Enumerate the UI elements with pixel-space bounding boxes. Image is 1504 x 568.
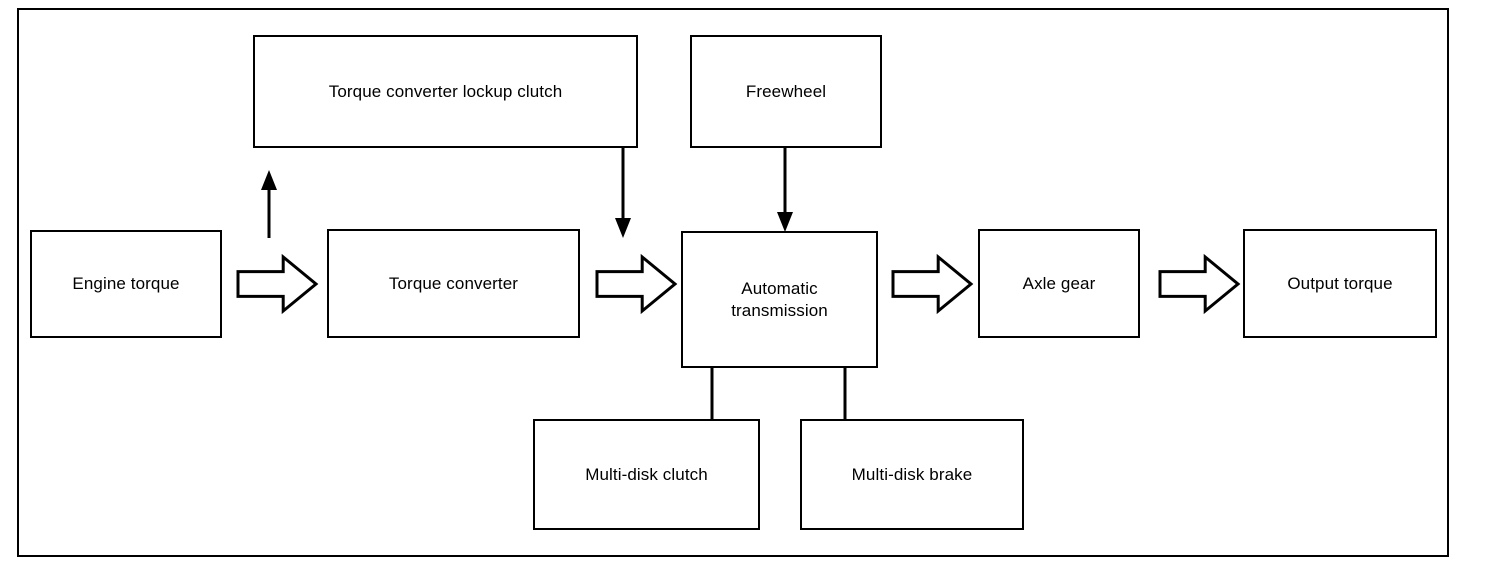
node-torque-converter-lockup-clutch: Torque converter lockup clutch bbox=[253, 35, 638, 148]
node-output-torque: Output torque bbox=[1243, 229, 1437, 338]
node-label-engine-torque: Engine torque bbox=[72, 274, 180, 293]
node-multi-disk-clutch: Multi-disk clutch bbox=[533, 419, 760, 530]
diagram-frame bbox=[17, 8, 1449, 557]
node-engine-torque: Engine torque bbox=[30, 230, 222, 338]
node-label-freewheel: Freewheel bbox=[745, 81, 827, 101]
node-automatic-transmission: Automatic transmission bbox=[681, 231, 878, 368]
node-torque-converter: Torque converter bbox=[327, 229, 580, 338]
node-freewheel: Freewheel bbox=[690, 35, 882, 148]
node-label-output-torque: Output torque bbox=[1287, 273, 1393, 293]
node-label-torque-converter: Torque converter bbox=[388, 273, 519, 293]
node-label-automatic-transmission: Automatic transmission bbox=[731, 278, 828, 320]
node-label-torque-converter-lockup-clutch: Torque converter lockup clutch bbox=[328, 81, 563, 101]
node-axle-gear: Axle gear bbox=[978, 229, 1140, 338]
node-label-axle-gear: Axle gear bbox=[1022, 273, 1096, 293]
node-label-multi-disk-brake: Multi-disk brake bbox=[851, 464, 973, 484]
node-multi-disk-brake: Multi-disk brake bbox=[800, 419, 1024, 530]
node-label-multi-disk-clutch: Multi-disk clutch bbox=[585, 464, 708, 484]
